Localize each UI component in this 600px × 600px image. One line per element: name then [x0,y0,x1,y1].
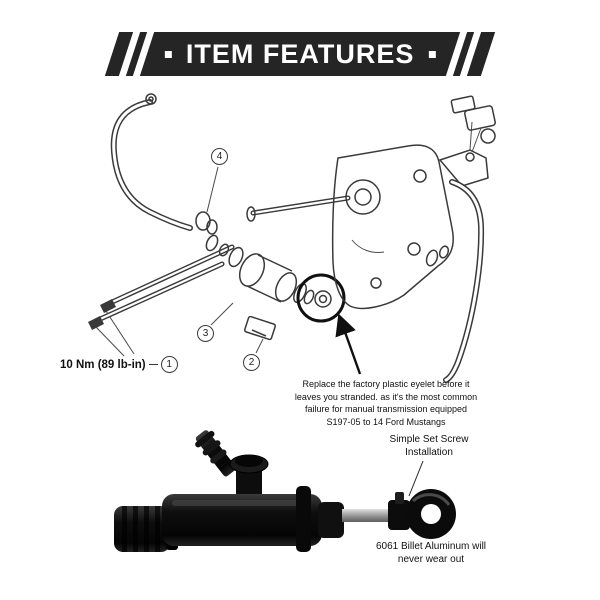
annotation-arrow [335,313,362,375]
sensor-part [450,95,496,162]
eyelet-warning-note: Replace the factory plastic eyelet befor… [294,379,478,427]
highlight-circle [296,273,346,323]
pedal-bracket-arm [438,121,489,383]
set-screw [395,492,404,504]
banner-dot-right [428,50,436,58]
hose-assembly [110,93,218,235]
banner-content: ITEM FEATURES [164,38,436,70]
cylinder-assembly [205,234,315,341]
mounting-plate [331,144,454,310]
torque-label: 10 Nm (89 lb-in) [60,358,146,371]
set-screw-leader-line [408,460,424,497]
set-screw-label: Simple Set Screw Installation [389,434,469,458]
banner-title: ITEM FEATURES [185,38,415,69]
pushrod-tube [246,195,351,222]
torque-leader-dash [148,363,158,366]
banner-ribbon: ITEM FEATURES [139,32,461,76]
plastic-eyelet-part [314,290,332,308]
billet-aluminum-label: 6061 Billet Aluminum will never wear out [375,541,487,565]
banner-dot-left [164,50,172,58]
reservoir-cap [229,454,269,500]
callout-leader-lines [95,166,264,357]
item-features-banner: ITEM FEATURES [104,32,496,76]
inlet-barb-fitting [195,430,236,477]
callout-1: 1 [160,356,178,373]
callout-2: 2 [243,354,260,371]
mounting-bolts [87,244,235,331]
rod-end-eyelet [388,489,456,539]
callout-3: 3 [197,325,214,342]
pushrod [342,509,394,522]
callout-4: 4 [211,148,228,165]
master-cylinder-body [114,486,344,552]
torque-note: 10 Nm (89 lb-in) 1 [60,356,178,373]
